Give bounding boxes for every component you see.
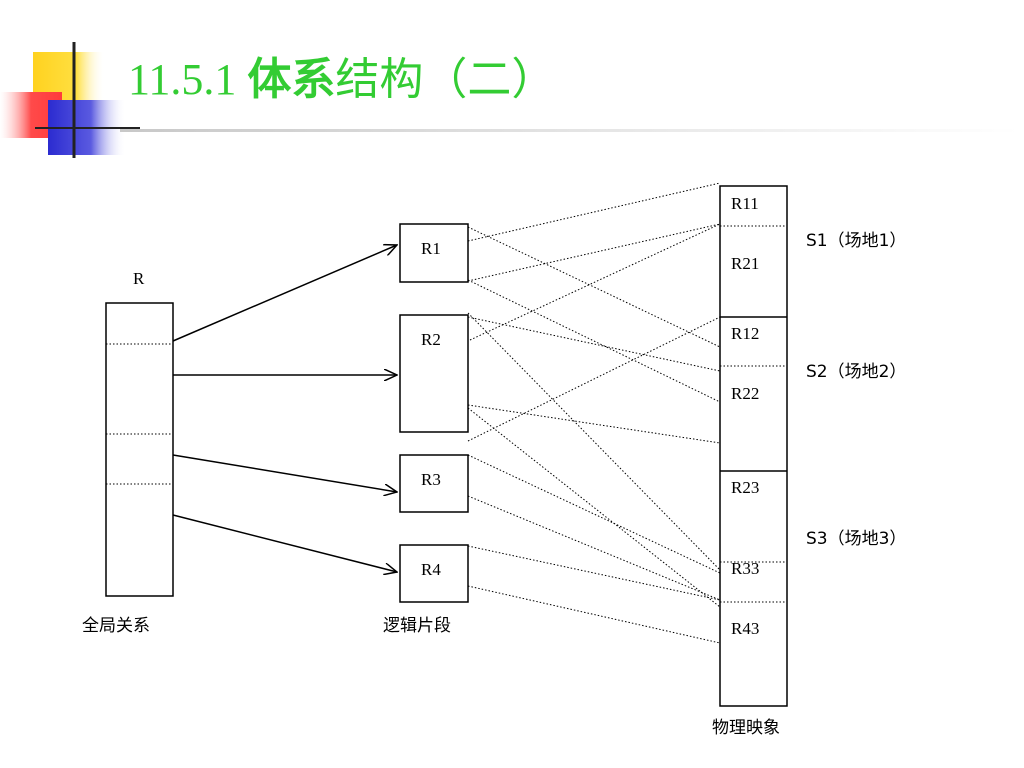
- mapping-lines: [467, 182, 721, 644]
- fragments-caption: 逻辑片段: [383, 616, 451, 636]
- site-label-s1: S1（场地1）: [806, 231, 906, 251]
- arrow-to-r1: [172, 245, 397, 342]
- physical-image-box: [719, 185, 788, 707]
- physical-caption: 物理映象: [712, 718, 780, 738]
- title-bold-part: 体系: [247, 54, 336, 105]
- global-relation-box: [105, 302, 174, 597]
- physical-label-r12: R12: [731, 324, 759, 343]
- title-number: 11.5.1: [128, 55, 248, 104]
- physical-label-r11: R11: [731, 194, 759, 213]
- physical-label-r22: R22: [731, 384, 759, 403]
- fragment-label-r2: R2: [421, 330, 441, 349]
- title-underline: [120, 129, 1020, 132]
- global-relation-name: R: [133, 269, 145, 288]
- arrow-to-r3: [172, 454, 397, 492]
- fragment-label-r4: R4: [421, 560, 441, 579]
- fragment-box-r2: [399, 314, 469, 433]
- global-relation-caption: 全局关系: [82, 616, 150, 636]
- site-label-s3: S3（场地3）: [806, 529, 906, 549]
- fragment-box-r4: [399, 544, 469, 603]
- physical-label-r43: R43: [731, 619, 759, 638]
- fragment-box-r1: [399, 223, 469, 283]
- physical-label-r23: R23: [731, 478, 759, 497]
- site-label-s2: S2（场地2）: [806, 362, 906, 382]
- arrow-to-r4: [172, 514, 397, 572]
- fragment-label-r3: R3: [421, 470, 441, 489]
- title-rest: 结构（二）: [335, 54, 556, 105]
- fragment-box-r3: [399, 454, 469, 513]
- logo-decoration: [0, 42, 140, 158]
- fragment-label-r1: R1: [421, 239, 441, 258]
- slide-title: 11.5.1 体系结构（二）: [128, 58, 555, 102]
- physical-label-r33: R33: [731, 559, 759, 578]
- physical-label-r21: R21: [731, 254, 759, 273]
